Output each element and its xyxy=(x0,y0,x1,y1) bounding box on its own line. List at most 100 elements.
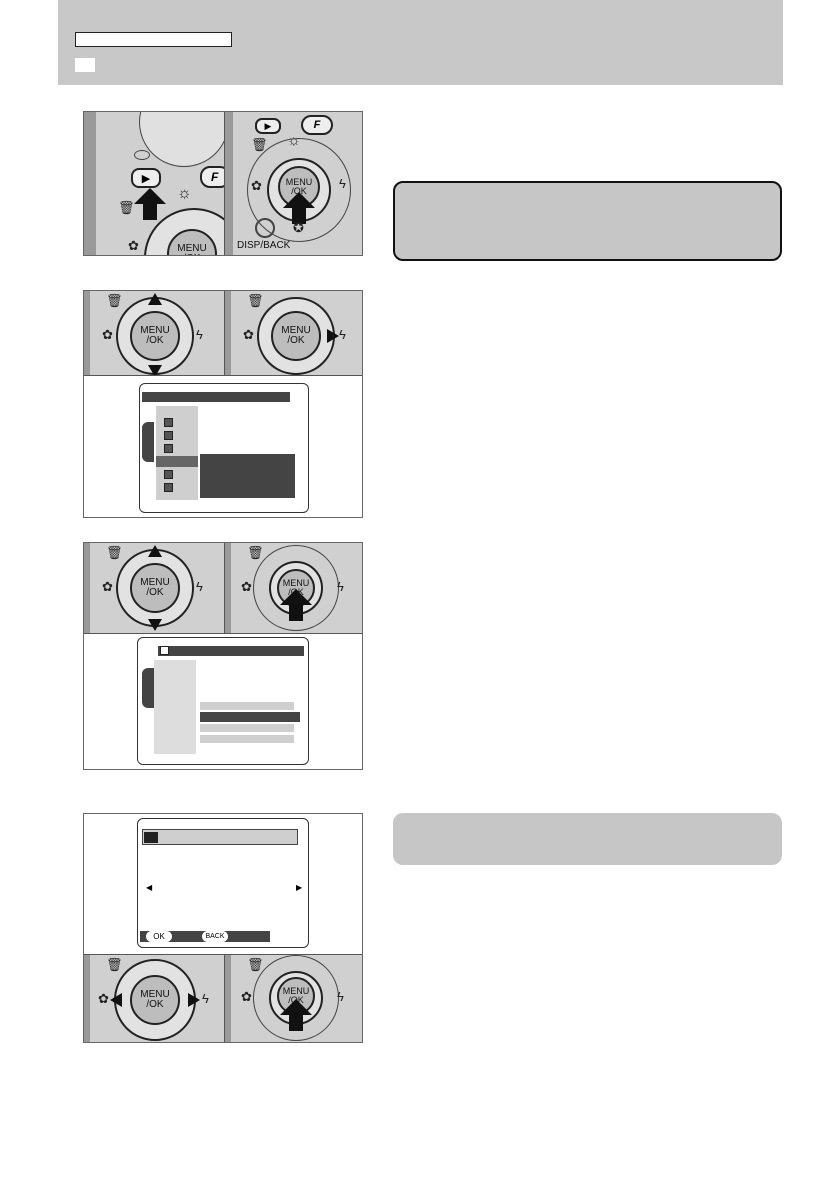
macro-icon: ✿ xyxy=(102,579,113,594)
f-button: F xyxy=(200,166,224,188)
flash-icon: ϟ xyxy=(337,989,344,1004)
playback-icon: ▶ xyxy=(141,172,151,185)
menu-ok-button: MENU /OK xyxy=(271,311,321,361)
trash-menu-icon xyxy=(164,418,173,427)
option-row-1 xyxy=(200,702,294,710)
camera-edge xyxy=(225,291,231,375)
camera-edge xyxy=(84,955,90,1042)
menu-label: MENU xyxy=(140,989,170,1000)
ok-button: OK xyxy=(146,931,172,942)
menu-title-bar xyxy=(142,392,290,402)
dial-outer-ring xyxy=(247,138,351,242)
macro-icon: ✿ xyxy=(241,989,252,1004)
camera-left-view: 🗑 MENU /OK ✿ ϟ xyxy=(84,543,224,633)
down-arrow-icon xyxy=(148,619,162,631)
right-arrow-icon xyxy=(188,993,200,1007)
ok-label: /OK xyxy=(287,335,305,346)
brightness-icon: ☼ xyxy=(177,185,192,202)
menu-ok-button: MENU /OK xyxy=(130,311,180,361)
note-box-2 xyxy=(393,813,782,865)
camera-right-view: 🗑 MENU /OK ✿ ϟ xyxy=(224,955,362,1042)
macro-icon: ✿ xyxy=(241,579,252,594)
camera-edge xyxy=(225,112,233,255)
playback-button: ▶ xyxy=(131,168,161,188)
step-3-illustration: 🗑 MENU /OK ✿ ϟ 🗑 MENU /OK ✿ ϟ xyxy=(83,542,363,770)
trash-icon: 🗑 xyxy=(251,137,268,152)
menu-icon-column xyxy=(154,660,196,754)
copy-menu-icon xyxy=(164,444,173,453)
camera-edge xyxy=(84,112,96,255)
press-arrow-icon xyxy=(283,192,315,208)
chapter-label-box xyxy=(75,32,232,47)
menu-label: MENU xyxy=(281,325,311,336)
ok-label: /OK xyxy=(146,999,164,1010)
small-button xyxy=(134,150,150,160)
mode-dial xyxy=(139,112,224,167)
macro-icon: ✿ xyxy=(128,238,139,253)
camera-edge xyxy=(225,543,231,633)
menu-ok-button: MENU /OK xyxy=(130,975,180,1025)
lcd-confirm-screen: ◀ ▶ OK BACK xyxy=(137,818,309,948)
camera-edge xyxy=(225,955,231,1042)
menu-label: MENU xyxy=(140,577,170,588)
trash-icon: 🗑 xyxy=(106,957,123,972)
key-icon xyxy=(160,646,169,655)
right-arrow-icon: ▶ xyxy=(296,883,303,892)
press-arrow-stem xyxy=(143,204,157,220)
camera-right-view: ▶ F ☼ 🗑 MENU /OK ✿ ϟ ✪ DISP/BACK xyxy=(224,112,362,255)
step-4-illustration: ◀ ▶ OK BACK 🗑 MENU /OK ✿ ϟ 🗑 MENU /OK xyxy=(83,813,363,1043)
menu-label: MENU xyxy=(285,177,313,187)
trash-icon: 🗑 xyxy=(247,545,264,560)
panel-divider xyxy=(84,633,362,634)
macro-icon: ✿ xyxy=(251,178,262,193)
flash-icon: ϟ xyxy=(337,579,344,594)
camera-left-view: 🗑 MENU /OK ✿ ϟ xyxy=(84,291,224,375)
left-arrow-icon xyxy=(110,993,122,1007)
step-1-illustration: ▶ 🗑 ☼ F MENU /OK ✿ ▶ F ☼ 🗑 MENU /OK xyxy=(83,111,363,256)
step-2-illustration: 🗑 MENU /OK ✿ ϟ 🗑 MENU /OK ✿ ϟ xyxy=(83,290,363,518)
trash-icon: 🗑 xyxy=(247,957,264,972)
up-arrow-icon xyxy=(148,293,162,305)
option-row-4 xyxy=(200,735,294,743)
dial-outer-ring xyxy=(253,955,339,1041)
up-arrow-icon xyxy=(148,545,162,557)
ok-label: /OK xyxy=(183,254,200,256)
dial-outer-ring xyxy=(253,545,339,631)
f-icon: F xyxy=(313,119,321,131)
camera-right-view: 🗑 MENU /OK ✿ ϟ xyxy=(224,543,362,633)
camera-edge xyxy=(84,543,90,633)
trash-icon: 🗑 xyxy=(106,545,123,560)
menu-side-tab xyxy=(142,422,154,462)
right-arrow-icon xyxy=(327,329,339,343)
note-box-1 xyxy=(393,181,782,261)
ok-label: /OK xyxy=(146,335,164,346)
back-button-label: BACK xyxy=(205,933,225,940)
f-button: F xyxy=(301,115,333,135)
confirm-title-bar xyxy=(142,829,298,845)
press-arrow-stem xyxy=(292,208,306,224)
camera-edge xyxy=(84,291,90,375)
down-arrow-icon xyxy=(148,365,162,375)
ok-label: /OK xyxy=(146,587,164,598)
ok-button-label: OK xyxy=(153,932,165,941)
menu-label: MENU xyxy=(140,325,170,336)
menu-side-tab xyxy=(142,668,154,708)
flash-icon: ϟ xyxy=(196,327,203,342)
menu-label: MENU xyxy=(177,243,207,254)
menu-icon-column xyxy=(156,406,198,500)
flash-icon: ϟ xyxy=(339,176,346,191)
submenu-panel xyxy=(200,454,295,498)
protect-menu-row xyxy=(156,456,198,467)
option-row-selected xyxy=(200,712,300,722)
self-timer-icon: ✪ xyxy=(293,220,304,235)
protect-title-bar xyxy=(158,646,304,656)
panel-divider xyxy=(84,954,362,955)
menu-label: MENU xyxy=(282,578,310,588)
flash-icon: ϟ xyxy=(196,579,203,594)
playback-icon: ▶ xyxy=(264,121,272,131)
key-icon xyxy=(144,832,158,843)
lcd-menu-screen xyxy=(139,383,309,513)
page-number-box xyxy=(75,58,95,72)
f-icon: F xyxy=(211,170,219,184)
rotate-menu-icon xyxy=(164,431,173,440)
